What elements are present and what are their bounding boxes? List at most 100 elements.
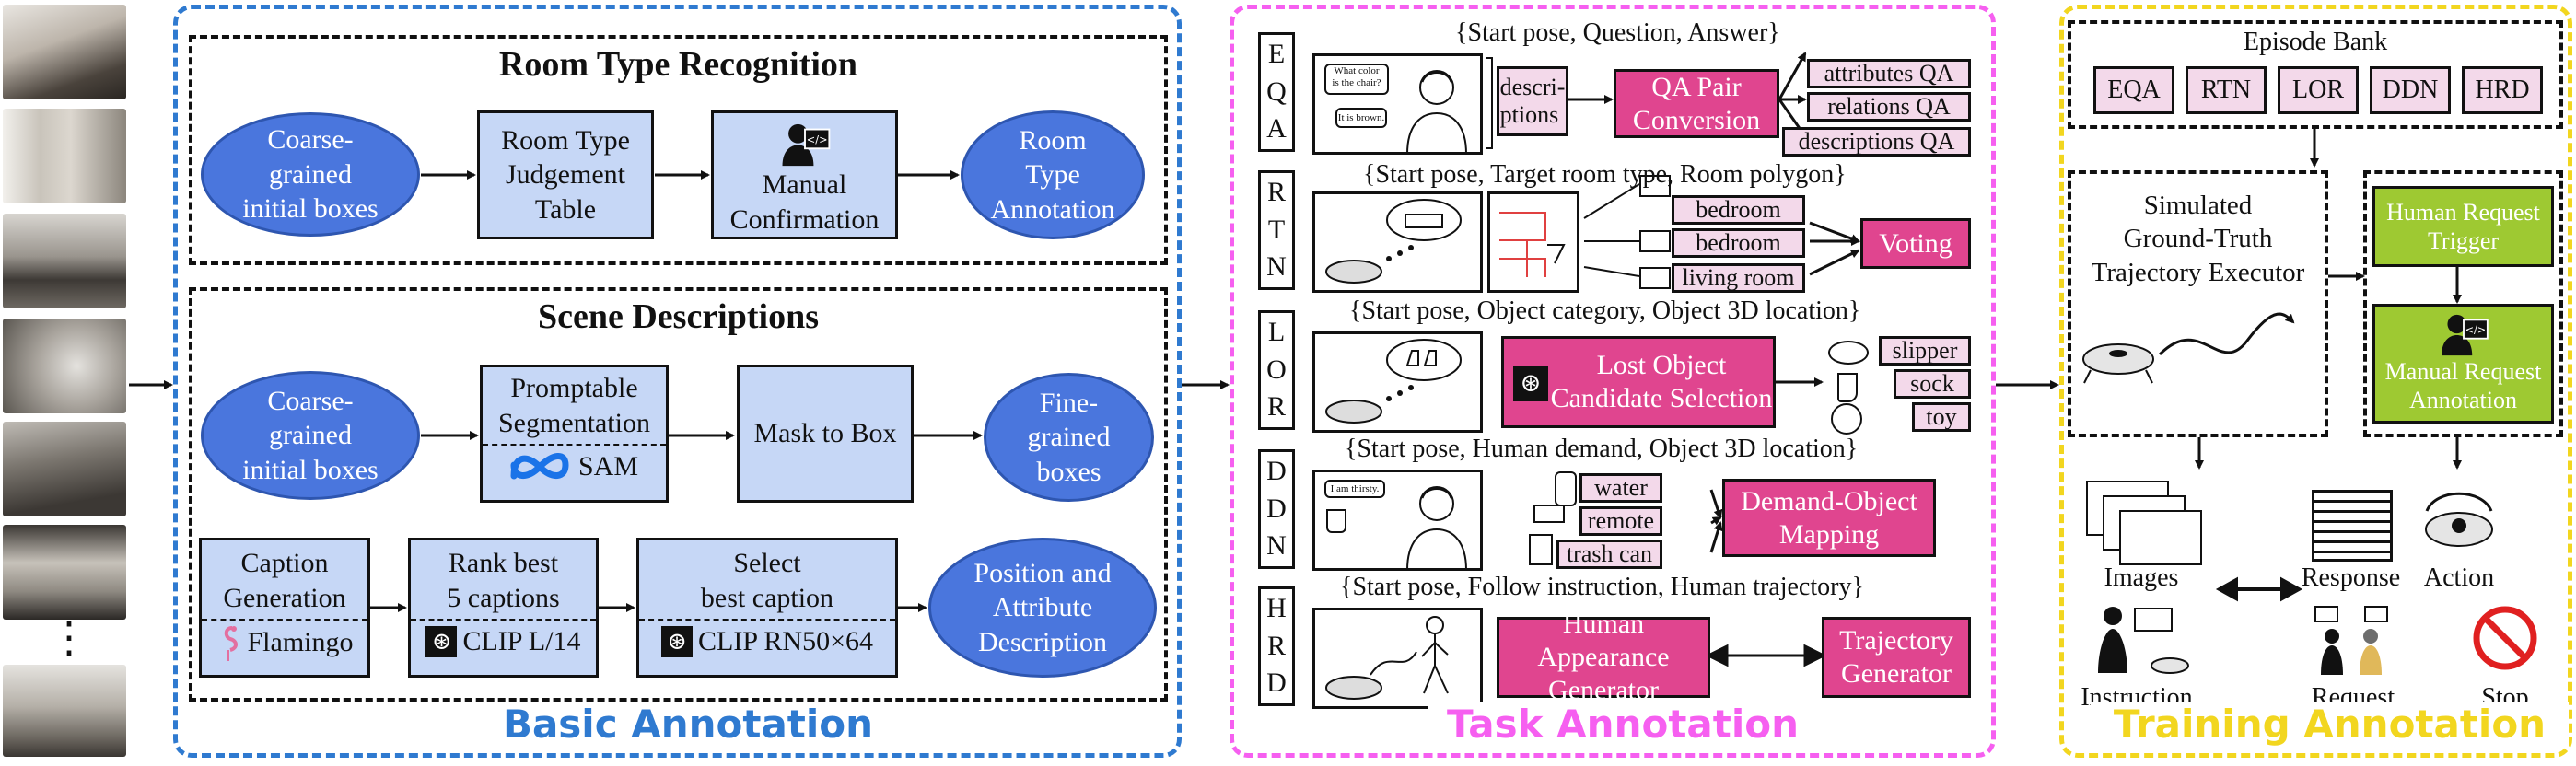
eqa-letter: A	[1266, 113, 1287, 145]
lost-object-selection-box: ⊛ Lost Object Candidate Selection	[1501, 336, 1776, 428]
robot-following-human-icon	[1325, 616, 1449, 700]
demand-object-tag: remote	[1579, 506, 1662, 536]
ddn-letter: D	[1266, 456, 1287, 487]
ddn-scene: I am thirsty.	[1312, 470, 1483, 571]
robot-vacuum-action-icon	[2425, 492, 2493, 547]
eqa-label: E Q A	[1258, 32, 1295, 152]
flamingo-row: Flamingo	[216, 624, 354, 661]
remote-icon	[1533, 505, 1565, 523]
flamingo-icon	[225, 626, 239, 661]
hrd-letter: D	[1266, 667, 1287, 699]
person-icon	[1406, 70, 1467, 154]
demand-object-mapping-box: Demand-Object Mapping	[1722, 479, 1936, 557]
human-request-box	[2363, 170, 2563, 437]
sam-logo-icon	[510, 452, 569, 480]
scene-descriptions-title: Scene Descriptions	[537, 297, 820, 336]
lor-letter: R	[1266, 391, 1286, 423]
descriptions-tag: descri- ptions	[1497, 66, 1568, 136]
eqa-scene: What color is the chair? It is brown.	[1312, 53, 1483, 155]
clip-rn-label: CLIP RN50×64	[698, 626, 873, 656]
manual-confirmation-box: </> Manual Confirmation	[711, 110, 898, 239]
ddn-letter: N	[1266, 530, 1287, 562]
openai-logo-icon: ⊛	[661, 625, 693, 657]
room-type-recognition-box	[189, 35, 1168, 265]
qa-output-tag: relations QA	[1807, 92, 1971, 122]
svg-text:</>: </>	[806, 134, 827, 146]
person-computer-icon: </>	[782, 123, 830, 167]
action-label: Action	[2423, 563, 2495, 592]
answer-bubble: It is brown.	[1335, 108, 1387, 128]
scene-thumbnail	[3, 422, 126, 516]
slipper-icon	[1828, 341, 1869, 365]
position-attribute-ellipse: Position and Attribute Description	[928, 538, 1157, 678]
room-type-tag: bedroom	[1672, 228, 1805, 258]
images-label: Images	[2104, 563, 2179, 592]
episode-bank-box	[2068, 20, 2563, 129]
scene-thumbnail	[3, 665, 126, 757]
scene-thumbnail	[3, 525, 126, 620]
object-tag: slipper	[1879, 336, 1971, 366]
ddn-header: {Start pose, Human demand, Object 3D loc…	[1345, 435, 1859, 463]
rank-best-captions-label: Rank best 5 captions	[447, 548, 560, 613]
ddn-label: D D N	[1258, 449, 1295, 569]
rtn-letter: N	[1266, 251, 1287, 283]
coarse-boxes-ellipse: Coarse- grained initial boxes	[201, 112, 420, 237]
bank-task-tag: DDN	[2370, 66, 2451, 114]
rtn-scene	[1312, 192, 1483, 293]
bed-icon	[1639, 230, 1671, 252]
training-annotation-title: Training Annotation	[2091, 702, 2569, 748]
rtn-label: R T N	[1258, 170, 1295, 290]
dashed-divider	[639, 619, 895, 621]
trash-can-icon	[1529, 534, 1553, 565]
lor-letter: O	[1266, 354, 1287, 385]
openai-logo-icon: ⊛	[425, 625, 458, 657]
water-bottle-icon	[1555, 471, 1577, 506]
person-computer-icon: </>	[2441, 314, 2489, 355]
images-icon	[2086, 481, 2206, 568]
task-annotation-panel	[1230, 5, 1996, 758]
promptable-segmentation-label: Promptable Segmentation	[498, 373, 650, 438]
manual-request-annotation-box: </> Manual Request Annotation	[2372, 304, 2554, 424]
bank-task-tag: EQA	[2093, 66, 2174, 114]
room-type-annotation-ellipse: Room Type Annotation	[961, 110, 1145, 239]
room-type-judgement-table: Room Type Judgement Table	[477, 110, 654, 239]
task-annotation-title: Task Annotation	[1428, 702, 1818, 748]
lor-label: L O R	[1258, 310, 1295, 430]
bed-icon	[1639, 175, 1671, 197]
scene-thumbnail	[3, 5, 126, 99]
basic-annotation-title: Basic Annotation	[479, 702, 897, 748]
hrd-letter: R	[1266, 630, 1286, 661]
dashed-divider	[411, 619, 596, 621]
hrd-letter: H	[1266, 593, 1287, 624]
caption-generation-label: Caption Generation	[223, 548, 346, 613]
human-appearance-generator-box: Human Appearance Generator	[1497, 609, 1710, 705]
eqa-letter: E	[1267, 39, 1286, 70]
basic-annotation-panel	[173, 5, 1182, 758]
coarse-boxes-ellipse-2: Coarse- grained initial boxes	[201, 371, 420, 500]
scene-thumbnail	[3, 109, 126, 203]
scene-descriptions-box	[189, 287, 1168, 702]
room-type-recognition-title: Room Type Recognition	[498, 45, 858, 84]
clip-l-row: ⊛ CLIP L/14	[425, 624, 581, 659]
clip-l-label: CLIP L/14	[462, 626, 581, 656]
stop-sign-icon	[2473, 606, 2537, 670]
response-label: Response	[2301, 563, 2401, 592]
lost-object-selection-label: Lost Object Candidate Selection	[1550, 350, 1773, 413]
object-tag: sock	[1894, 369, 1971, 399]
mask-to-box-box: Mask to Box	[737, 365, 914, 503]
human-request-trigger-box: Human Request Trigger	[2372, 186, 2554, 267]
svg-text:</>: </>	[2465, 324, 2485, 336]
qa-output-tag: descriptions QA	[1782, 127, 1971, 157]
dashed-divider	[202, 619, 367, 621]
sam-row: SAM	[510, 449, 638, 484]
floorplan-icon	[1499, 212, 1566, 277]
sam-label: SAM	[577, 451, 639, 482]
scene-thumbnail	[3, 319, 126, 413]
fine-grained-boxes-ellipse: Fine- grained boxes	[984, 373, 1154, 502]
episode-bank-title: Episode Bank	[2243, 28, 2388, 56]
rtn-letter: T	[1267, 214, 1286, 245]
select-best-caption-box: Select best caption ⊛ CLIP RN50×64	[636, 538, 898, 678]
eqa-letter: Q	[1266, 75, 1287, 107]
